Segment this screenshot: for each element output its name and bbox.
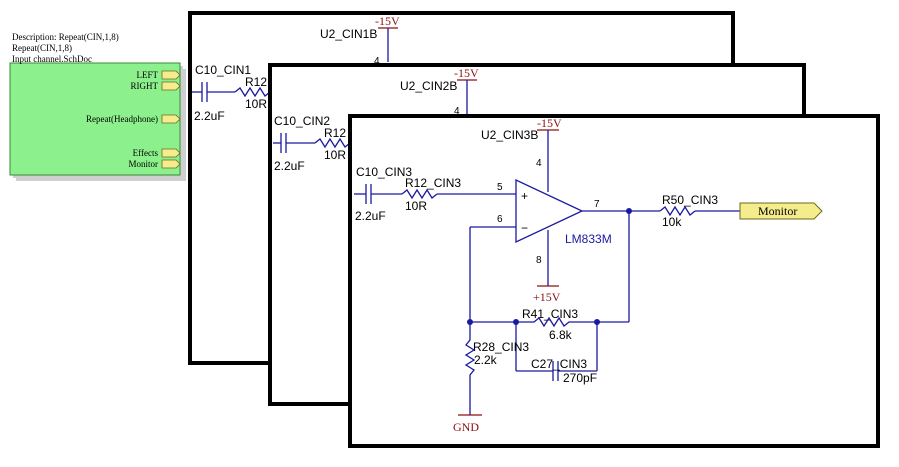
sheet-3-r41-resistor <box>516 316 597 328</box>
sheet-symbol-filename: Input channel.SchDoc <box>12 54 92 64</box>
sheet-channel-3[interactable]: -15V U2_CIN3B 4 C10_CIN3 2.2uF R12_CIN3 … <box>348 114 880 448</box>
sheet-1-resistor <box>234 86 271 98</box>
sheet-1-res-designator: R12 <box>245 75 267 89</box>
sheet-1-cap-value: 2.2uF <box>194 109 225 123</box>
sheet-3-opamp-designator: U2_CIN3B <box>481 128 538 142</box>
sheet-symbol[interactable]: Description: Repeat(CIN,1,8) Repeat(CIN,… <box>9 32 186 181</box>
sheet-1-supply-label: -15V <box>375 14 400 28</box>
sheet-1-opamp-designator: U2_CIN1B <box>320 27 377 41</box>
sheet-3-pos-supply-label: +15V <box>533 290 561 304</box>
sheet-port-headphone-label: Repeat(Headphone) <box>86 114 158 124</box>
sheet-3-r12-value: 10R <box>405 199 427 213</box>
sheet-3-opamp-minus: − <box>521 221 528 235</box>
sheet-3-opamp-triangle[interactable] <box>515 178 584 244</box>
sheet-symbol-body <box>9 62 181 176</box>
sheet-3-opamp-plus: + <box>521 189 528 203</box>
sheet-3-r28-designator: R28_CIN3 <box>473 340 529 354</box>
sheet-port-headphone[interactable]: Repeat(Headphone) <box>86 114 181 124</box>
sheet-3-c10-value: 2.2uF <box>355 209 386 223</box>
sheet-3-r41-value: 6.8k <box>549 328 573 342</box>
sheet-2-res-value: 10R <box>324 148 346 162</box>
sheet-3-c27-value: 270pF <box>563 371 597 385</box>
sheet-2-res-designator: R12 <box>324 126 346 140</box>
sheet-3-c27-designator: C27_CIN3 <box>531 357 587 371</box>
sheet-3-pin6: 6 <box>497 214 503 225</box>
sheet-3-pin4: 4 <box>536 158 542 169</box>
sheet-3-c10-designator: C10_CIN3 <box>356 165 412 179</box>
sheet-3-pin7: 7 <box>594 199 600 210</box>
sheet-3-gnd-label: GND <box>453 420 479 434</box>
sheet-1-pin4: 4 <box>374 56 380 67</box>
sheet-1-res-value: 10R <box>245 97 267 111</box>
sheet-port-monitor-label: Monitor <box>128 159 158 169</box>
sheet-3-r50-resistor <box>659 205 696 217</box>
sheet-3-r41-designator: R41_CIN3 <box>522 307 578 321</box>
sheet-2-supply-label: -15V <box>454 66 479 80</box>
sheet-3-frame <box>348 114 880 448</box>
sheet-3-monitor-net-text: Monitor <box>758 204 797 218</box>
sheet-2-pin4: 4 <box>454 106 460 117</box>
sheet-2-resistor <box>314 137 351 149</box>
sheet-1-cap-designator: C10_CIN1 <box>195 63 251 77</box>
sheet-port-effects[interactable]: Effects <box>133 148 181 158</box>
sheet-3-monitor-net-label[interactable]: Monitor <box>739 202 823 220</box>
sheet-3-r28-value: 2.2k <box>474 353 498 367</box>
sheet-port-left-label: LEFT <box>137 70 159 80</box>
sheet-port-right[interactable]: RIGHT <box>131 81 181 91</box>
sheet-2-cap-value: 2.2uF <box>274 159 305 173</box>
sheet-3-r12-designator: R12_CIN3 <box>405 176 461 190</box>
sheet-3-r12-resistor <box>401 188 438 200</box>
sheet-port-left[interactable]: LEFT <box>137 70 181 80</box>
sheet-symbol-repeat: Repeat(CIN,1,8) <box>12 43 72 53</box>
sheet-3-r50-value: 10k <box>662 215 682 229</box>
sheet-3-neg-supply-label: -15V <box>537 116 562 130</box>
sheet-3-pin8: 8 <box>536 255 542 266</box>
sheet-2-cap-designator: C10_CIN2 <box>274 114 330 128</box>
sheet-symbol-description: Description: Repeat(CIN,1,8) <box>12 32 119 42</box>
sheet-port-effects-label: Effects <box>133 148 159 158</box>
sheet-port-monitor[interactable]: Monitor <box>128 159 181 169</box>
sheet-port-right-label: RIGHT <box>131 81 159 91</box>
sheet-3-pin5: 5 <box>497 182 503 193</box>
sheet-3-opamp-part: LM833M <box>565 232 612 246</box>
sheet-3-r28-resistor <box>464 322 476 415</box>
sheet-3-r50-designator: R50_CIN3 <box>662 193 718 207</box>
sheet-2-opamp-designator: U2_CIN2B <box>400 79 457 93</box>
